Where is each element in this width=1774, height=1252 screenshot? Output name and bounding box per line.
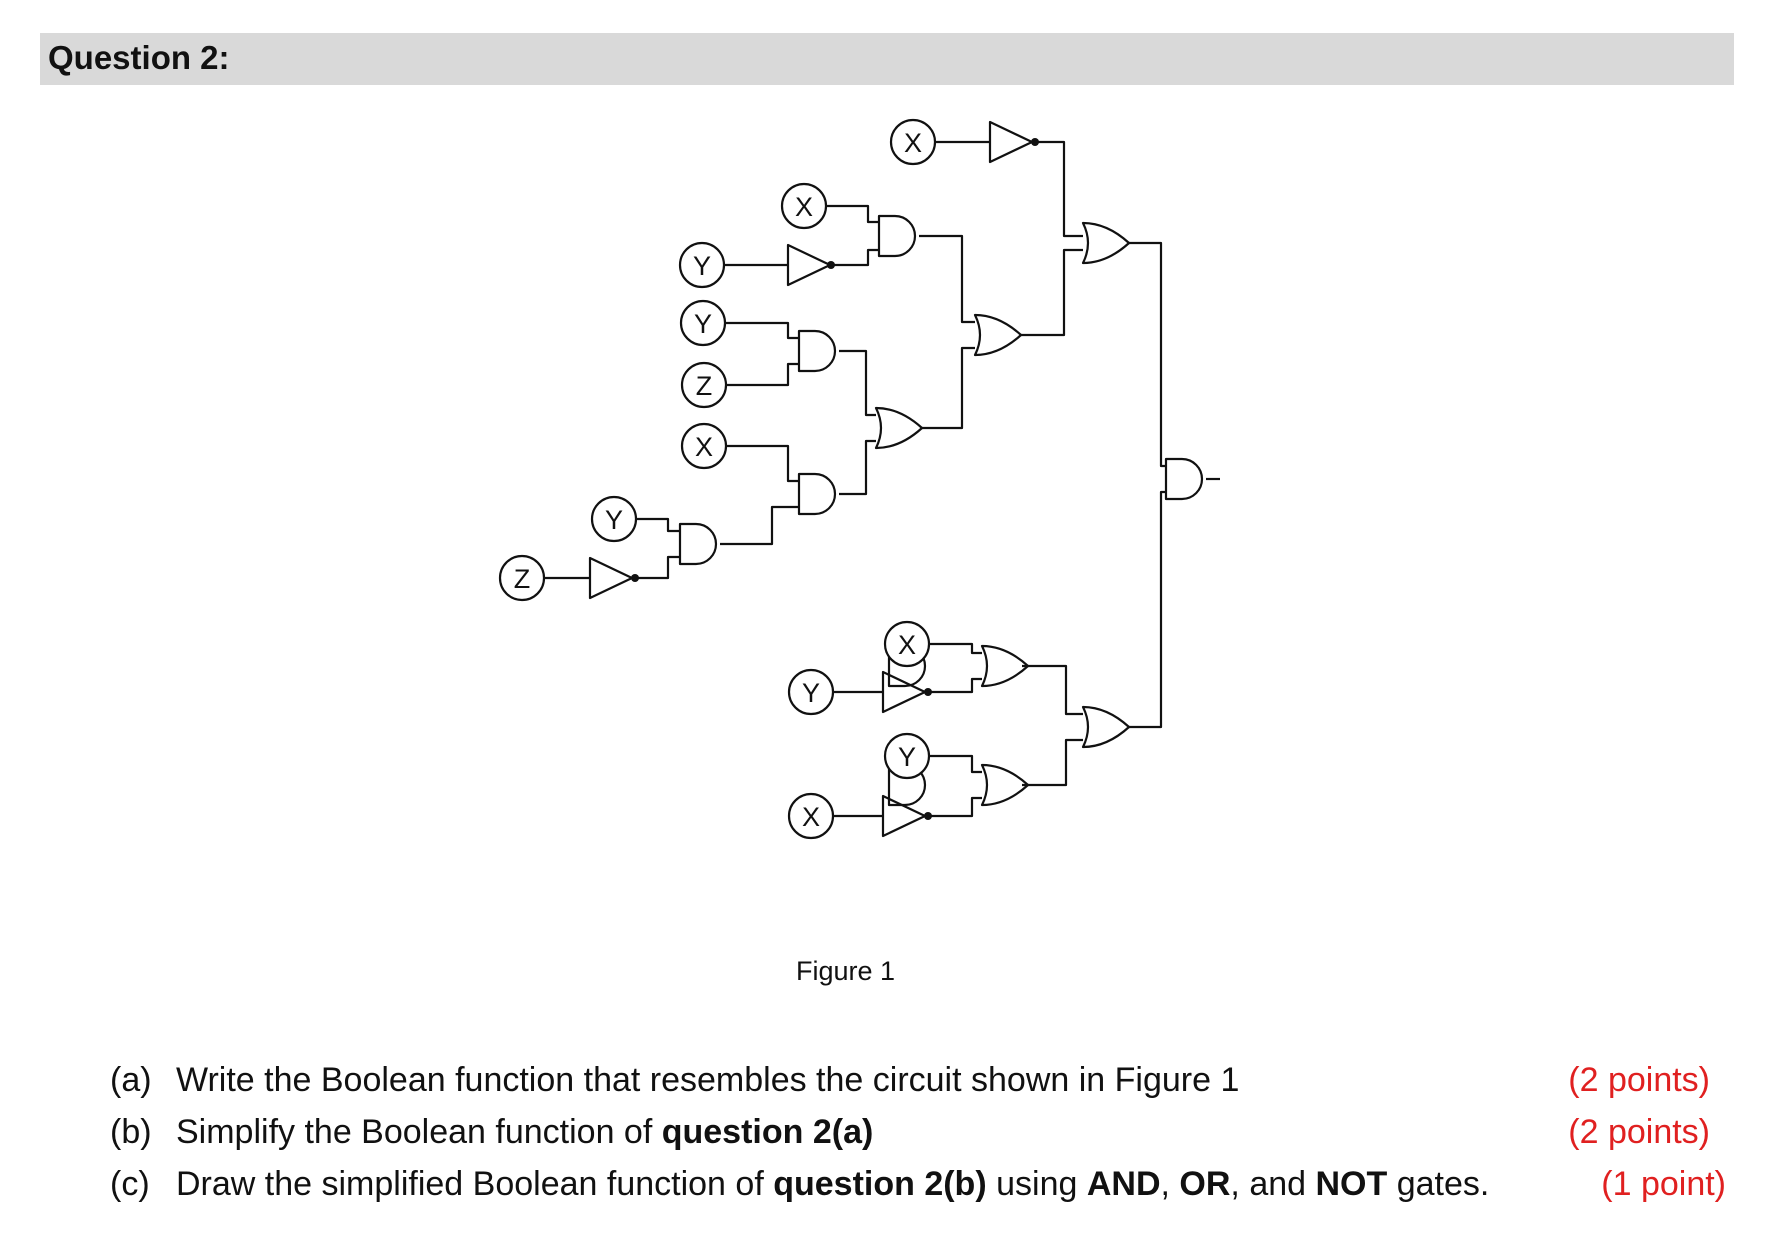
input-label-x: X xyxy=(904,128,922,158)
question-item-c: (c) Draw the simplified Boolean function… xyxy=(110,1158,1730,1210)
and-gate-3 xyxy=(797,472,837,516)
input-label-y: Y xyxy=(694,309,712,339)
and-gate-2 xyxy=(797,329,837,373)
input-label-y: Y xyxy=(605,505,623,535)
or-gate-2 xyxy=(973,313,1023,357)
input-label-x: X xyxy=(802,802,820,832)
question-text: Simplify the Boolean function of questio… xyxy=(176,1113,874,1151)
question-points: (2 points) xyxy=(1568,1061,1710,1099)
input-label-z: Z xyxy=(514,564,531,594)
or-gate-3 xyxy=(874,406,924,450)
or-gate-6 xyxy=(1081,705,1131,749)
question-points: (1 point) xyxy=(1601,1165,1726,1203)
question-text: Draw the simplified Boolean function of … xyxy=(176,1165,1490,1203)
and-gate-final xyxy=(1164,457,1204,501)
or-gate-1 xyxy=(1081,221,1131,265)
or-gate-4 xyxy=(980,644,1030,688)
junction-dots xyxy=(631,138,1039,820)
input-label-y: Y xyxy=(693,251,711,281)
question-title: Question 2: xyxy=(48,39,230,76)
input-circles xyxy=(498,118,937,840)
question-points: (2 points) xyxy=(1568,1113,1710,1151)
question-header-bar: Question 2: xyxy=(40,33,1734,85)
or-gate-5 xyxy=(980,763,1030,807)
not-gate-3 xyxy=(588,556,634,600)
question-text: Write the Boolean function that resemble… xyxy=(176,1061,1240,1099)
question-letter: (c) xyxy=(110,1165,150,1203)
not-gate-2 xyxy=(786,243,832,287)
and-gate-4 xyxy=(678,522,718,566)
question-item-b: (b) Simplify the Boolean function of que… xyxy=(110,1106,1730,1158)
question-list: (a) Write the Boolean function that rese… xyxy=(110,1054,1730,1210)
input-label-y: Y xyxy=(898,742,916,772)
input-label-y: Y xyxy=(802,678,820,708)
question-item-a: (a) Write the Boolean function that rese… xyxy=(110,1054,1730,1106)
circuit-wires xyxy=(544,140,1220,818)
input-label-x: X xyxy=(795,192,813,222)
question-letter: (a) xyxy=(110,1061,152,1099)
input-label-x: X xyxy=(695,432,713,462)
figure-caption: Figure 1 xyxy=(796,956,896,986)
input-label-z: Z xyxy=(696,371,713,401)
not-gate-1 xyxy=(988,120,1034,164)
and-gate-1 xyxy=(877,214,917,258)
question-letter: (b) xyxy=(110,1113,152,1151)
input-label-x: X xyxy=(898,630,916,660)
